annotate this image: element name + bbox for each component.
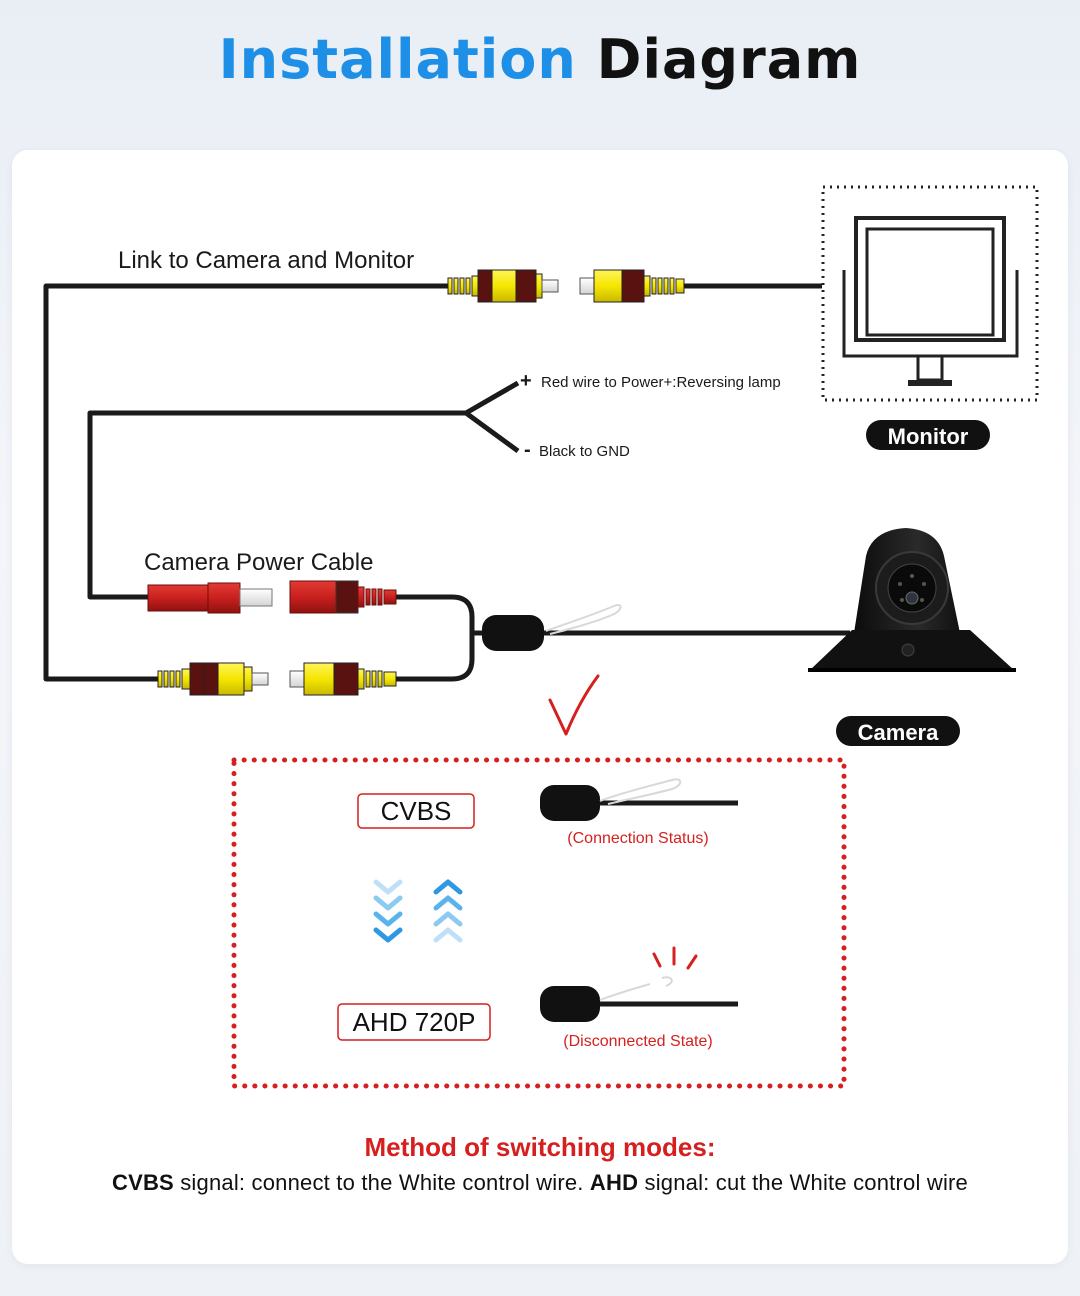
method-description: CVBS signal: connect to the White contro… [0, 1170, 1080, 1196]
title-part-2: Diagram [596, 28, 862, 91]
video-link-cable [43, 283, 822, 682]
rca-connector-female-bottom [289, 662, 397, 696]
connection-status-label: (Connection Status) [567, 830, 708, 847]
power-cable-label: Camera Power Cable [144, 549, 373, 576]
disconnected-state-label: (Disconnected State) [563, 1033, 712, 1050]
cvbs-label: CVBS [381, 796, 452, 826]
monitor-icon [821, 185, 1039, 402]
mode-switch-box [231, 757, 847, 1089]
power-connector-male [147, 582, 273, 614]
camera-cable [396, 594, 850, 682]
power-connector-female [289, 580, 397, 614]
rca-connector-female-top [579, 269, 685, 303]
camera-icon [808, 528, 1016, 672]
switch-up-arrows-icon [433, 879, 463, 943]
check-icon [548, 674, 600, 736]
camera-label: Camera [858, 720, 939, 745]
ahd-term: AHD [589, 1170, 639, 1195]
cvbs-term: CVBS [111, 1170, 174, 1195]
method-heading: Method of switching modes: [364, 1132, 716, 1162]
control-box-disconnected [540, 976, 738, 1022]
cvbs-instruction: signal: connect to the White control wir… [173, 1170, 590, 1195]
rca-connector-male-bottom [157, 662, 269, 696]
ahd-instruction: signal: cut the White control wire [638, 1170, 968, 1195]
power-cable [87, 380, 520, 600]
red-wire-label: Red wire to Power+:Reversing lamp [541, 374, 781, 391]
plus-sign: + [520, 370, 532, 392]
ahd-label: AHD 720P [353, 1007, 476, 1037]
control-box [482, 604, 622, 651]
switch-down-arrows-icon [373, 879, 403, 943]
camera-badge [836, 716, 960, 746]
monitor-badge [866, 420, 990, 450]
link-label: Link to Camera and Monitor [118, 247, 414, 274]
cvbs-badge [357, 793, 475, 829]
monitor-label: Monitor [888, 424, 969, 449]
minus-sign: - [524, 439, 531, 461]
rca-connector-male-top [447, 269, 559, 303]
black-wire-label: Black to GND [539, 443, 630, 460]
title-part-1: Installation [218, 28, 577, 91]
page-title: Installation Diagram [0, 28, 1080, 91]
cut-mark-icon [652, 946, 698, 970]
control-box-connected [540, 778, 738, 821]
ahd-badge [337, 1003, 491, 1041]
